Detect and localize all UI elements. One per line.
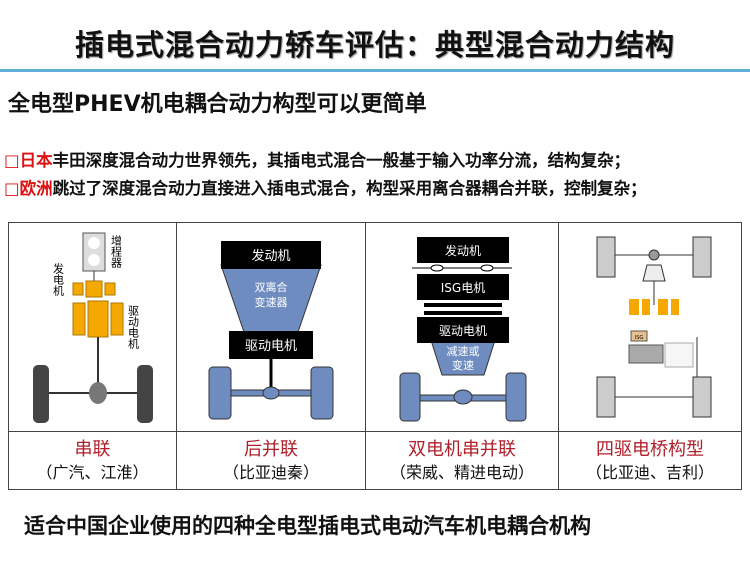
- dct-label: 双离合: [255, 280, 288, 294]
- bullet-highlight: 日本: [19, 151, 53, 170]
- isg-label: ISG电机: [441, 281, 485, 295]
- drive-motor-label: 驱动电机: [245, 339, 297, 354]
- isg-small-label: ISG: [635, 335, 644, 341]
- arch-makers: （比亚迪、吉利）: [585, 462, 714, 482]
- label-awd: 四驱电桥构型（比亚迪、吉利）: [558, 431, 742, 490]
- bullet-europe: □欧洲跳过了深度混合动力直接进入插电式混合，构型采用离合器耦合并联，控制复杂；: [4, 175, 647, 199]
- arch-title: 后并联: [244, 438, 298, 460]
- label-series: 串联（广汽、江淮）: [8, 431, 177, 490]
- label-dual-motor: 双电机串并联（荣威、精进电动）: [365, 431, 559, 490]
- series-diagram: 增程器 发电机 驱动电机: [32, 232, 153, 423]
- drive-motor-label: 驱动电机: [126, 305, 139, 349]
- bullet-japan: □日本丰田深度混合动力世界领先，其插电式混合一般基于输入功率分流，结构复杂；: [4, 147, 630, 171]
- bullet-text: 丰田深度混合动力世界领先，其插电式混合一般基于输入功率分流，结构复杂；: [52, 151, 631, 170]
- label-rear-parallel: 后并联（比亚迪秦）: [176, 431, 366, 490]
- series-diagram-cell: 增程器 发电机 驱动电机: [8, 222, 177, 432]
- awd-diagram-cell: ISG: [558, 222, 742, 432]
- dual-motor-diagram: 发动机 ISG电机 驱动电机 减速或 变速: [399, 237, 527, 422]
- arch-makers: （广汽、江淮）: [36, 462, 149, 482]
- bullet-highlight: 欧洲: [19, 179, 53, 198]
- bullet-marker: □: [4, 179, 20, 198]
- footer-caption: 适合中国企业使用的四种全电型插电式电动汽车机电耦合机构: [24, 514, 591, 538]
- arch-title: 串联: [74, 438, 111, 460]
- rear-parallel-diagram-cell: 发动机 双离合 变速器 驱动电机: [176, 222, 366, 432]
- drive-motor-label: 驱动电机: [439, 324, 487, 338]
- bullet-marker: □: [4, 151, 20, 170]
- bullet-text: 跳过了深度混合动力直接进入插电式混合，构型采用离合器耦合并联，控制复杂；: [52, 179, 647, 198]
- dual-motor-diagram-cell: 发动机 ISG电机 驱动电机 减速或 变速: [365, 222, 559, 432]
- arch-makers: （比亚迪秦）: [222, 462, 319, 482]
- awd-diagram: ISG: [596, 236, 712, 418]
- range-extender-label: 增程器: [109, 234, 122, 269]
- title-divider: [0, 69, 750, 72]
- page-title: 插电式混合动力轿车评估：典型混合动力结构: [74, 28, 675, 62]
- generator-label: 发电机: [51, 262, 64, 296]
- arch-title: 双电机串并联: [408, 438, 516, 460]
- reducer-label: 变速: [452, 358, 474, 372]
- subtitle: 全电型PHEV机电耦合动力构型可以更简单: [8, 92, 427, 117]
- reducer-label: 减速或: [447, 345, 480, 358]
- engine-label: 发动机: [445, 243, 481, 258]
- dct-label: 变速器: [255, 295, 288, 309]
- engine-label: 发动机: [251, 248, 290, 264]
- architecture-table: 增程器 发电机 驱动电机 发动机 双离合 变速器 驱动电机: [8, 222, 742, 490]
- arch-makers: （荣威、精进电动）: [389, 462, 534, 482]
- rear-parallel-diagram: 发动机 双离合 变速器 驱动电机: [208, 241, 334, 420]
- arch-title: 四驱电桥构型: [596, 438, 704, 460]
